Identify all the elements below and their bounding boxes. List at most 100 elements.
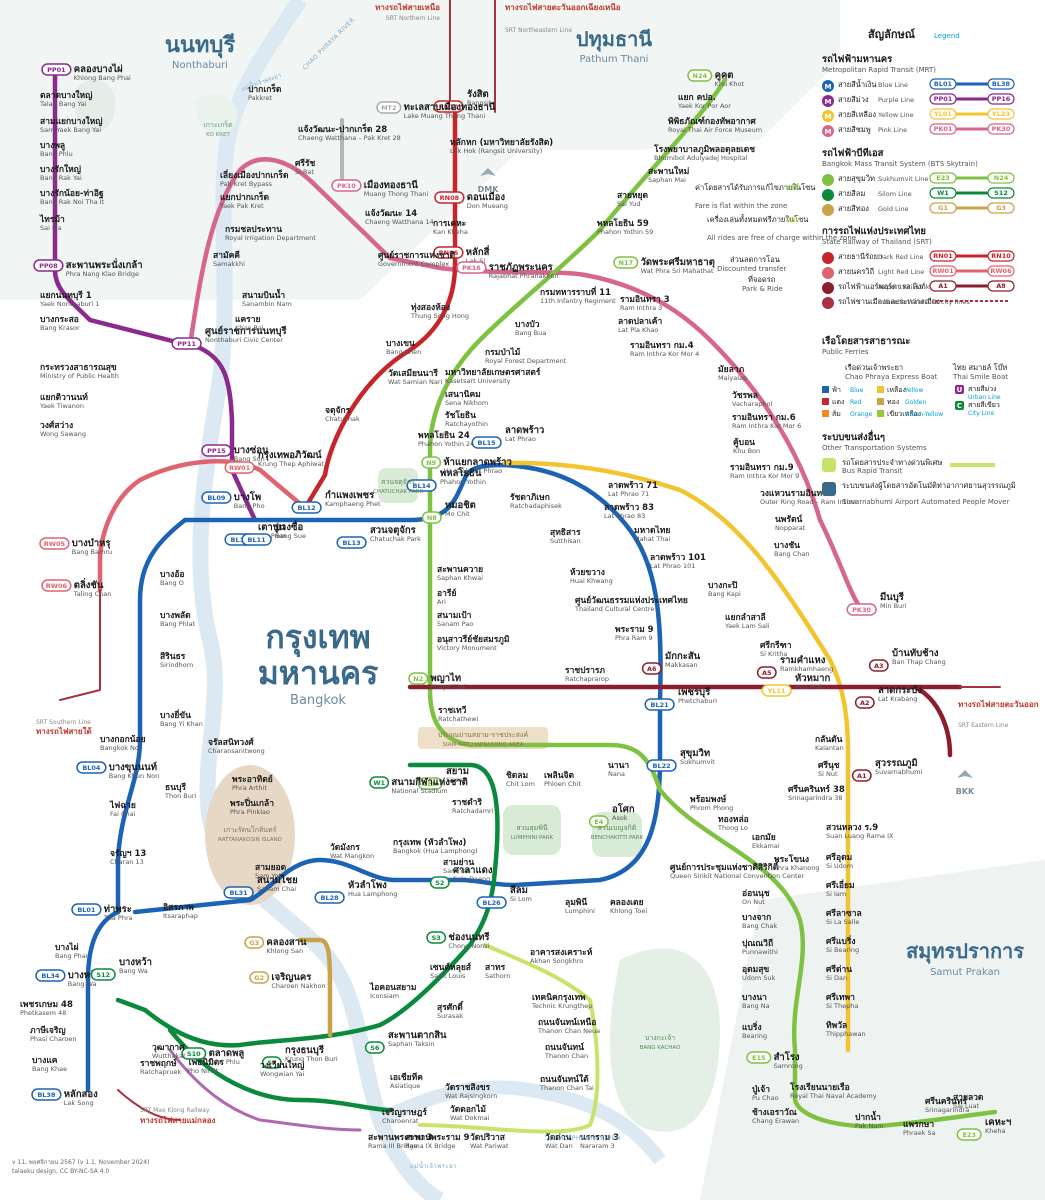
station[interactable]: ถนนจันทน์ใต้Thanon Chan Tai xyxy=(539,1074,594,1092)
station[interactable]: บางไผ่Bang Phai xyxy=(55,942,88,960)
station[interactable]: วัดเสมียนนารีWat Samian Nari xyxy=(388,368,443,386)
gold-line[interactable] xyxy=(297,937,333,1038)
station[interactable]: A1สุวรรณภูมิSuvarnabhumi xyxy=(851,758,923,782)
station[interactable]: วงเวียนใหญ่Wongwian Yai xyxy=(260,1060,305,1078)
station[interactable]: ถนนจันทน์Thanon Chan xyxy=(544,1042,588,1060)
pink-line[interactable] xyxy=(312,182,865,613)
station[interactable]: แยกลำสาลีYaek Lam Sali xyxy=(724,612,770,630)
station[interactable]: หลักหก (มหาวิทยาลัยรังสิต)Lak Hok (Rangs… xyxy=(450,137,553,155)
station[interactable]: อ่อนนุชOn Nut xyxy=(742,888,770,906)
station[interactable]: จรัลสนิทวงศ์Charansanitwong xyxy=(208,737,265,755)
silom-line[interactable] xyxy=(115,762,500,1113)
station[interactable]: เซนต์หลุยส์Saint Louis xyxy=(430,962,472,980)
station[interactable]: แยกติวานนท์Yaek Tiwanon xyxy=(39,392,88,410)
brt-line[interactable] xyxy=(418,943,600,1134)
station[interactable]: ศูนย์การประชุมแห่งชาติสิริกิติ์Queen Sir… xyxy=(670,860,804,880)
station[interactable]: สะพานใหม่Saphan Mai xyxy=(648,166,689,184)
station[interactable]: ศรีรัชSi Rat xyxy=(295,158,316,176)
purple-line[interactable] xyxy=(52,69,258,523)
station[interactable]: ศรีแบริ่งSi Bearing xyxy=(826,934,859,954)
station[interactable]: มหาวิทยาลัยเกษตรศาสตร์Kasetsart Universi… xyxy=(445,367,541,385)
station[interactable]: บางพลูBang Phlu xyxy=(40,141,73,158)
station[interactable]: ปุณณวิถีPunnawithi xyxy=(742,938,778,956)
station[interactable]: บางกะปิBang Kapi xyxy=(708,580,741,598)
station[interactable]: กรุงเทพ (หัวลำโพง)Bangkok (Hua Lamphong) xyxy=(393,837,478,855)
station[interactable]: ราชพฤกษ์Ratchapruek xyxy=(140,1058,181,1076)
station[interactable]: วัดดอกไม้Wat Dokmai xyxy=(450,1104,490,1122)
station[interactable]: ศรีนครินทร์Srinagarindra xyxy=(925,1096,969,1114)
station[interactable]: ปู่เจ้าPu Chao xyxy=(752,1084,779,1102)
